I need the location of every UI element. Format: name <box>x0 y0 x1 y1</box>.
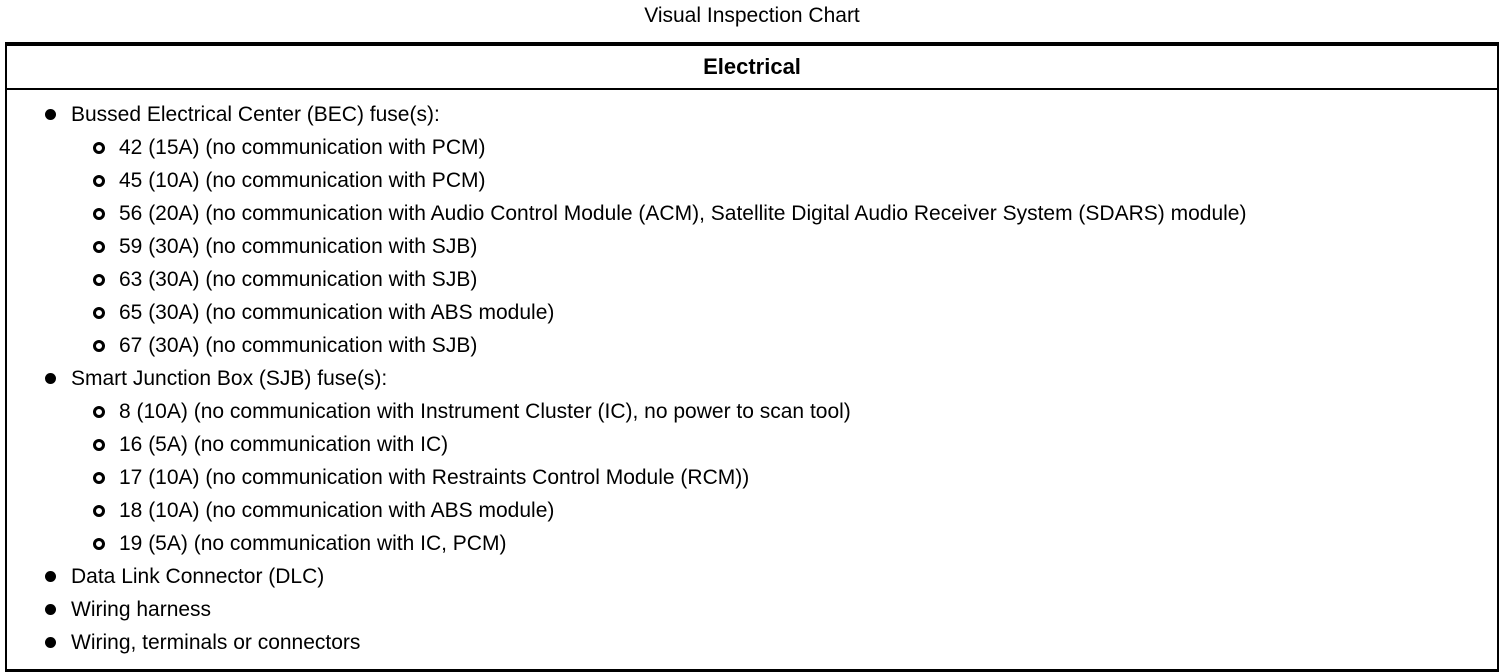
sub-item-label: 8 (10A) (no communication with Instrumen… <box>119 399 851 423</box>
filled-bullet-icon <box>45 637 56 648</box>
sub-item-label: 56 (20A) (no communication with Audio Co… <box>119 201 1247 225</box>
open-circle-bullet-icon <box>93 306 105 319</box>
sub-item-label: 19 (5A) (no communication with IC, PCM) <box>119 531 507 555</box>
list-item: Wiring, terminals or connectors <box>7 626 1491 659</box>
sub-list-item: 19 (5A) (no communication with IC, PCM) <box>7 527 1491 560</box>
filled-bullet-icon <box>45 571 56 582</box>
sub-item-label: 67 (30A) (no communication with SJB) <box>119 333 478 357</box>
table-body: Bussed Electrical Center (BEC) fuse(s): 4… <box>7 90 1497 669</box>
sub-item-label: 16 (5A) (no communication with IC) <box>119 432 449 456</box>
sub-list-item: 45 (10A) (no communication with PCM) <box>7 164 1491 197</box>
sub-item-label: 42 (15A) (no communication with PCM) <box>119 135 486 159</box>
open-circle-bullet-icon <box>93 504 105 517</box>
filled-bullet-icon <box>45 109 56 120</box>
table-header-electrical: Electrical <box>7 46 1497 90</box>
sub-list-item: 63 (30A) (no communication with SJB) <box>7 263 1491 296</box>
list-item: Data Link Connector (DLC) <box>7 560 1491 593</box>
item-label: Data Link Connector (DLC) <box>71 564 325 588</box>
electrical-inspection-table: Electrical Bussed Electrical Center (BEC… <box>5 42 1499 672</box>
sub-list-item: 17 (10A) (no communication with Restrain… <box>7 461 1491 494</box>
open-circle-bullet-icon <box>93 438 105 451</box>
list-item: Smart Junction Box (SJB) fuse(s): <box>7 362 1491 395</box>
open-circle-bullet-icon <box>93 240 105 253</box>
sub-item-label: 65 (30A) (no communication with ABS modu… <box>119 300 555 324</box>
sub-list-item: 59 (30A) (no communication with SJB) <box>7 230 1491 263</box>
sub-item-label: 18 (10A) (no communication with ABS modu… <box>119 498 555 522</box>
list-item: Bussed Electrical Center (BEC) fuse(s): <box>7 98 1491 131</box>
filled-bullet-icon <box>45 604 56 615</box>
sub-list-item: 18 (10A) (no communication with ABS modu… <box>7 494 1491 527</box>
open-circle-bullet-icon <box>93 141 105 154</box>
page-title: Visual Inspection Chart <box>644 4 860 27</box>
sub-list-item: 65 (30A) (no communication with ABS modu… <box>7 296 1491 329</box>
item-label: Wiring harness <box>71 597 212 621</box>
item-label: Bussed Electrical Center (BEC) fuse(s): <box>71 102 440 126</box>
open-circle-bullet-icon <box>93 471 105 484</box>
open-circle-bullet-icon <box>93 405 105 418</box>
item-label: Smart Junction Box (SJB) fuse(s): <box>71 366 388 390</box>
open-circle-bullet-icon <box>93 339 105 352</box>
sub-list-item: 67 (30A) (no communication with SJB) <box>7 329 1491 362</box>
sub-list-item: 42 (15A) (no communication with PCM) <box>7 131 1491 164</box>
sub-list-item: 56 (20A) (no communication with Audio Co… <box>7 197 1491 230</box>
list-item: Wiring harness <box>7 593 1491 626</box>
sub-item-label: 59 (30A) (no communication with SJB) <box>119 234 478 258</box>
sub-list-item: 16 (5A) (no communication with IC) <box>7 428 1491 461</box>
open-circle-bullet-icon <box>93 537 105 550</box>
sub-item-label: 63 (30A) (no communication with SJB) <box>119 267 478 291</box>
filled-bullet-icon <box>45 373 56 384</box>
open-circle-bullet-icon <box>93 207 105 220</box>
sub-item-label: 45 (10A) (no communication with PCM) <box>119 168 486 192</box>
sub-item-label: 17 (10A) (no communication with Restrain… <box>119 465 750 489</box>
open-circle-bullet-icon <box>93 273 105 286</box>
sub-list-item: 8 (10A) (no communication with Instrumen… <box>7 395 1491 428</box>
item-label: Wiring, terminals or connectors <box>71 630 361 654</box>
open-circle-bullet-icon <box>93 174 105 187</box>
